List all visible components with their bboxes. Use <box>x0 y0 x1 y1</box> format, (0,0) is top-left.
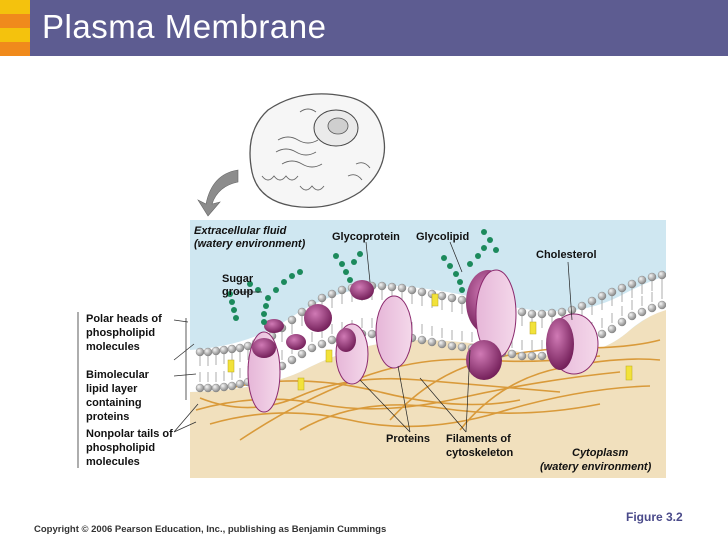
nonpolar-tails-label-1: Nonpolar tails of <box>86 428 173 440</box>
membrane-proteins <box>247 269 599 413</box>
bimolecular-label-3: containing <box>86 397 142 409</box>
arrow-icon <box>197 169 239 217</box>
cytoplasm-label-1: Cytoplasm <box>572 447 628 459</box>
extracellular-label-1: Extracellular fluid <box>194 225 287 237</box>
left-brackets <box>77 312 199 468</box>
lipid-heads-outer <box>195 270 666 357</box>
figure-number: Figure 3.2 <box>626 510 683 524</box>
proteins-label: Proteins <box>386 433 430 445</box>
polar-heads-label-3: molecules <box>86 341 140 353</box>
sugar-chains <box>227 229 499 325</box>
cholesterol-molecules <box>227 293 633 391</box>
glycolipid-label: Glycolipid <box>416 231 469 243</box>
leader-lines <box>236 241 573 433</box>
filaments-label-1: Filaments of <box>446 433 511 445</box>
extracellular-label-2: (watery environment) <box>194 238 306 250</box>
glycoprotein-label: Glycoprotein <box>332 231 400 243</box>
nonpolar-tails-label-3: molecules <box>86 456 140 468</box>
polar-heads-label-1: Polar heads of <box>86 313 162 325</box>
cell-illustration <box>249 93 386 209</box>
copyright-notice: Copyright © 2006 Pearson Education, Inc.… <box>34 524 387 535</box>
nonpolar-tails-label-2: phospholipid <box>86 442 155 454</box>
sugar-group-label-1: Sugar <box>222 273 254 285</box>
title-bar: Plasma Membrane <box>0 0 728 56</box>
bimolecular-label-1: Bimolecular <box>86 369 150 381</box>
polar-heads-label-2: phospholipid <box>86 327 155 339</box>
title-decoration <box>0 0 30 56</box>
sugar-group-label-2: group <box>222 286 253 298</box>
bimolecular-label-2: lipid layer <box>86 383 138 395</box>
slide-title: Plasma Membrane <box>42 8 327 45</box>
cytoplasm-label-2: (watery environment) <box>540 461 652 473</box>
bimolecular-label-4: proteins <box>86 411 129 423</box>
filaments-label-2: cytoskeleton <box>446 447 514 459</box>
membrane-panel <box>190 220 666 478</box>
cholesterol-label: Cholesterol <box>536 249 597 261</box>
figure-labels: Extracellular fluid (watery environment)… <box>86 225 652 473</box>
